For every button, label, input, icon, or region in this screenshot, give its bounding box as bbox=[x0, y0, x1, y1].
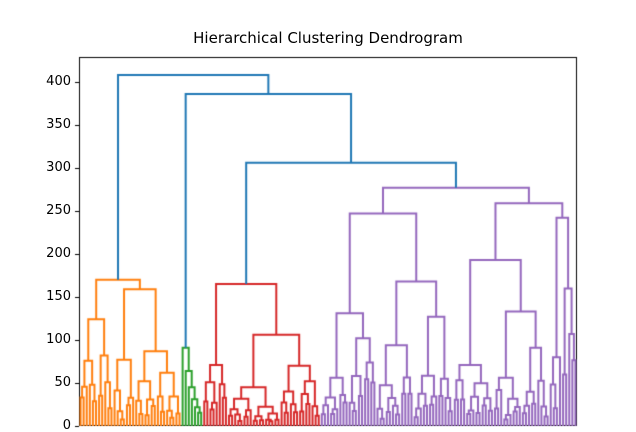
y-tick-label: 250 bbox=[46, 202, 71, 218]
y-tick-label: 100 bbox=[46, 331, 71, 347]
y-tick-label: 50 bbox=[54, 374, 71, 390]
y-tick-label: 150 bbox=[46, 288, 71, 304]
y-tick-label: 400 bbox=[46, 73, 71, 89]
y-tick-label: 200 bbox=[46, 245, 71, 261]
y-tick-label: 300 bbox=[46, 159, 71, 175]
chart-title: Hierarchical Clustering Dendrogram bbox=[193, 29, 463, 47]
y-tick-label: 350 bbox=[46, 116, 71, 132]
y-tick-label: 0 bbox=[62, 418, 71, 432]
